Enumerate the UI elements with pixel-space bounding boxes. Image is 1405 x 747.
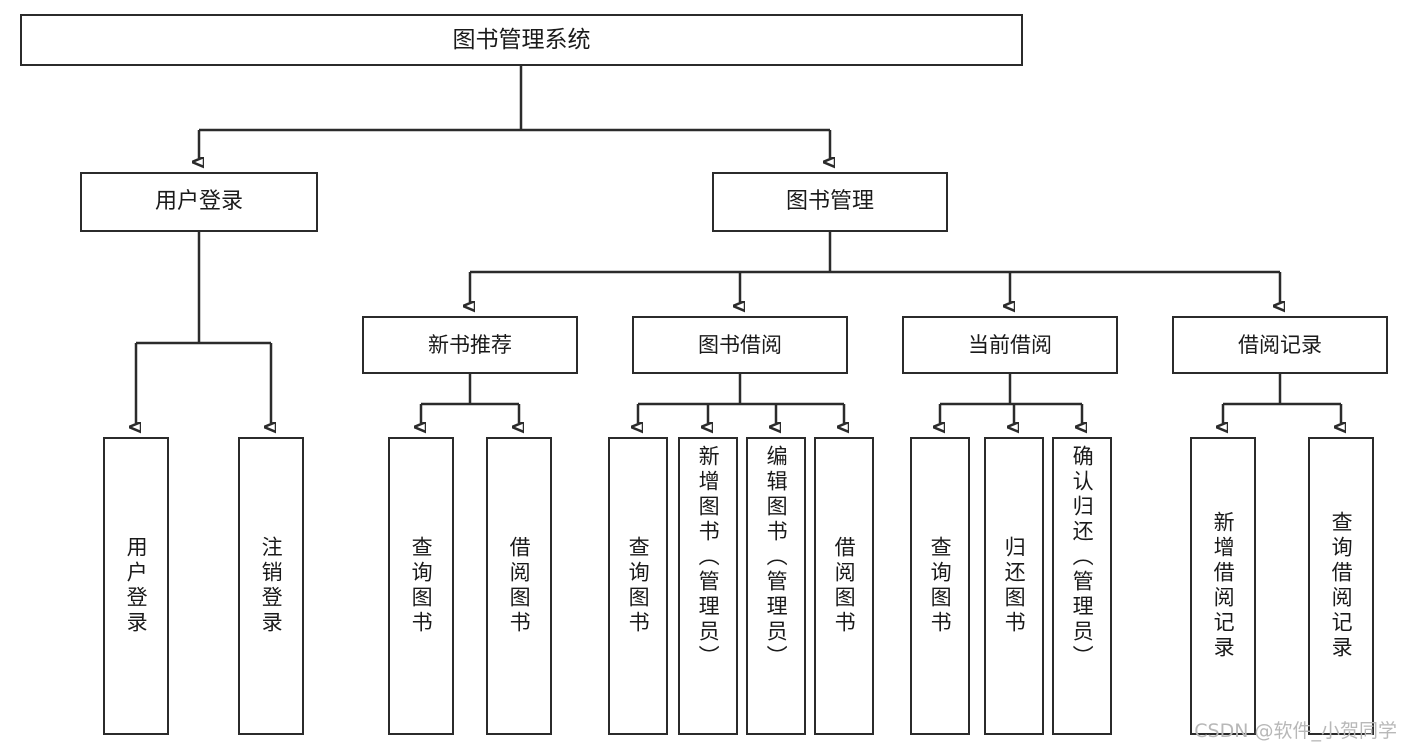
leaf-label: 查询图书 (409, 536, 434, 636)
edge-book-borrow-to-leaves (638, 374, 844, 423)
leaf-node-edit-book-admin[interactable]: 编辑图书（管理员） (746, 437, 806, 735)
node-book-manage[interactable]: 图书管理 (712, 172, 948, 232)
leaf-label: 查询图书 (928, 536, 953, 636)
edge-new-book-rec-to-leaves (421, 374, 519, 423)
leaf-label: 新增借阅记录 (1211, 511, 1236, 661)
leaf-node-user-login[interactable]: 用户登录 (103, 437, 169, 735)
leaf-label: 查询借阅记录 (1329, 511, 1354, 661)
node-root-system[interactable]: 图书管理系统 (20, 14, 1023, 66)
edge-borrow-record-to-leaves (1223, 374, 1341, 423)
node-current-borrow[interactable]: 当前借阅 (902, 316, 1118, 374)
edge-current-borrow-to-leaves (940, 374, 1082, 423)
leaf-node-rec-borrow-book[interactable]: 借阅图书 (486, 437, 552, 735)
leaf-label: 确认归还（管理员） (1070, 445, 1095, 670)
leaf-node-borrow-book[interactable]: 借阅图书 (814, 437, 874, 735)
leaf-node-borrow-query-book[interactable]: 查询图书 (608, 437, 668, 735)
node-user-login[interactable]: 用户登录 (80, 172, 318, 232)
node-borrow-record[interactable]: 借阅记录 (1172, 316, 1388, 374)
leaf-label: 用户登录 (124, 536, 149, 636)
leaf-label: 注销登录 (259, 536, 284, 636)
leaf-node-add-book-admin[interactable]: 新增图书（管理员） (678, 437, 738, 735)
csdn-watermark: CSDN @软件_小贺同学 (1194, 720, 1397, 742)
leaf-node-return-book[interactable]: 归还图书 (984, 437, 1044, 735)
leaf-label: 归还图书 (1002, 536, 1027, 636)
node-new-book-recommend[interactable]: 新书推荐 (362, 316, 578, 374)
leaf-node-query-borrow-record[interactable]: 查询借阅记录 (1308, 437, 1374, 735)
leaf-node-add-borrow-record[interactable]: 新增借阅记录 (1190, 437, 1256, 735)
leaf-label: 编辑图书（管理员） (764, 445, 789, 670)
leaf-label: 查询图书 (626, 536, 651, 636)
edge-user-login-to-leaves (136, 232, 271, 423)
node-book-borrow[interactable]: 图书借阅 (632, 316, 848, 374)
leaf-node-rec-query-book[interactable]: 查询图书 (388, 437, 454, 735)
leaf-node-current-query-book[interactable]: 查询图书 (910, 437, 970, 735)
leaf-node-confirm-return-admin[interactable]: 确认归还（管理员） (1052, 437, 1112, 735)
leaf-node-user-logout[interactable]: 注销登录 (238, 437, 304, 735)
leaf-label: 借阅图书 (832, 536, 857, 636)
leaf-label: 借阅图书 (507, 536, 532, 636)
edge-book-manage-to-level3 (470, 232, 1280, 302)
leaf-label: 新增图书（管理员） (696, 445, 721, 670)
edge-root-to-level2 (199, 66, 830, 158)
